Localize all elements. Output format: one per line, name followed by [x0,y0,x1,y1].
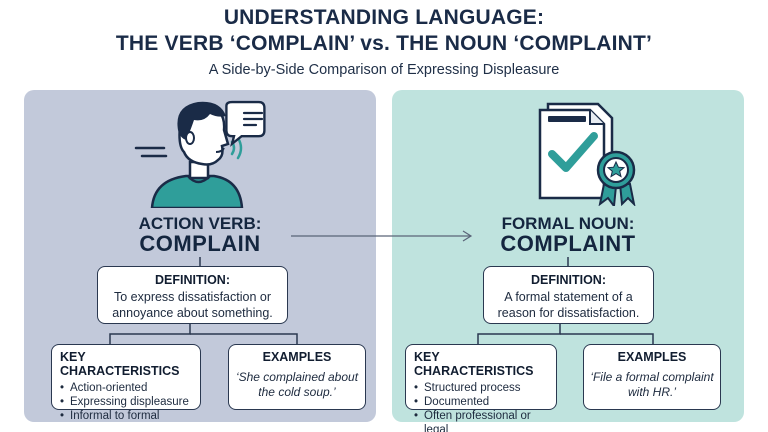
verb-characteristics-title: KEY CHARACTERISTICS [60,350,180,378]
noun-characteristic-item: Structured process [414,381,556,395]
verb-definition-title: DEFINITION: [155,273,230,287]
noun-characteristic-item: Often professional or legal [414,409,556,432]
verb-word: COMPLAIN [139,231,261,256]
verb-characteristics-box: KEY CHARACTERISTICS Action-oriented Expr… [51,344,201,423]
verb-characteristic-item: Expressing displeasure [60,395,200,409]
noun-definition-title: DEFINITION: [531,273,606,287]
verb-definition-text: To express dissatisfaction or annoyance … [112,290,273,320]
verb-panel: ACTION VERB: COMPLAIN DEFINITION: To exp… [24,90,376,423]
noun-examples-title: EXAMPLES [617,350,687,364]
verb-characteristic-item: Informal to formal [60,409,200,423]
noun-examples-box: EXAMPLES ‘File a formal complaint with H… [583,344,721,410]
verb-example-text: ‘She complained about the cold soup.’ [235,370,359,399]
verb-characteristic-item: Action-oriented [60,381,200,395]
noun-panel: FORMAL NOUN: COMPLAINT DEFINITION: A for… [392,90,744,432]
page-title-line-1: UNDERSTANDING LANGUAGE: [223,6,545,29]
verb-kind-label: ACTION VERB: [138,214,262,233]
noun-characteristic-item: Documented [414,395,556,409]
verb-definition-box: DEFINITION: To express dissatisfaction o… [97,266,288,324]
verb-examples-title: EXAMPLES [262,350,332,364]
noun-word: COMPLAINT [500,231,636,256]
verb-examples-box: EXAMPLES ‘She complained about the cold … [228,344,366,410]
noun-characteristics-box: KEY CHARACTERISTICS Structured process D… [405,344,557,432]
noun-kind-label: FORMAL NOUN: [501,214,635,233]
noun-characteristics-title: KEY CHARACTERISTICS [414,350,534,378]
noun-definition-text: A formal statement of a reason for dissa… [497,290,640,320]
noun-example-text: ‘File a formal complaint with HR.’ [590,370,714,399]
page-title-line-2: THE VERB ‘COMPLAIN’ vs. THE NOUN ‘COMPLA… [115,32,653,55]
noun-definition-box: DEFINITION: A formal statement of a reas… [483,266,654,324]
document-checkmark-icon [538,102,636,206]
page-subtitle: A Side-by-Side Comparison of Expressing … [208,62,560,78]
transition-arrow [291,230,473,242]
speaking-person-icon [134,100,266,208]
